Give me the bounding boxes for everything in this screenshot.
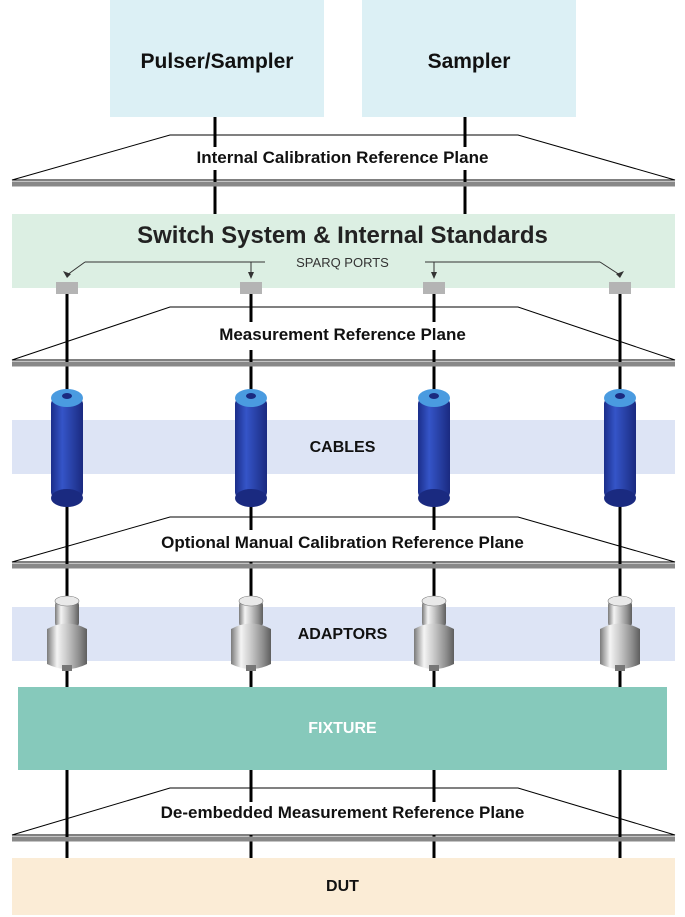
adaptors-label: ADAPTORS	[297, 626, 388, 643]
sparq-ports	[56, 282, 631, 294]
de-embedded-plane-label: De-embedded Measurement Reference Plane	[160, 803, 525, 822]
internal-calibration-plane-label: Internal Calibration Reference Plane	[196, 148, 489, 167]
sparq-port-arrows	[66, 261, 621, 276]
measurement-plane	[11, 306, 676, 367]
adaptors	[47, 595, 640, 671]
cable-3	[418, 389, 450, 507]
adaptor-3	[414, 595, 454, 671]
port-lines	[65, 288, 622, 858]
dut-band	[12, 858, 675, 915]
cable-2	[235, 389, 267, 507]
pulser-sampler-box	[110, 0, 324, 117]
sparq-ports-label: SPARQ PORTS	[0, 255, 685, 270]
optional-manual-plane	[11, 516, 676, 569]
fixture-label: FIXTURE	[308, 720, 377, 737]
de-embedded-plane	[11, 787, 676, 842]
fixture-box	[18, 687, 667, 770]
switch-system-label: Switch System & Internal Standards	[137, 222, 548, 249]
measurement-plane-label: Measurement Reference Plane	[219, 325, 466, 344]
cables	[51, 389, 636, 507]
dut-label: DUT	[326, 878, 359, 895]
port-1	[56, 282, 78, 294]
adaptor-4	[600, 595, 640, 671]
sampler-box	[362, 0, 576, 117]
optional-manual-plane-label: Optional Manual Calibration Reference Pl…	[161, 533, 524, 552]
port-4	[609, 282, 631, 294]
sampler-label: Sampler	[427, 50, 511, 73]
adaptors-band	[12, 607, 675, 661]
adaptor-2	[231, 595, 271, 671]
cables-label: CABLES	[309, 439, 376, 456]
cables-band	[12, 420, 675, 474]
port-2	[240, 282, 262, 294]
switch-system-band	[12, 214, 675, 288]
cable-1	[51, 389, 83, 507]
cable-4	[604, 389, 636, 507]
pulser-sampler-label: Pulser/Sampler	[140, 50, 294, 73]
internal-calibration-plane	[11, 134, 676, 187]
adaptor-1	[47, 595, 87, 671]
port-3	[423, 282, 445, 294]
